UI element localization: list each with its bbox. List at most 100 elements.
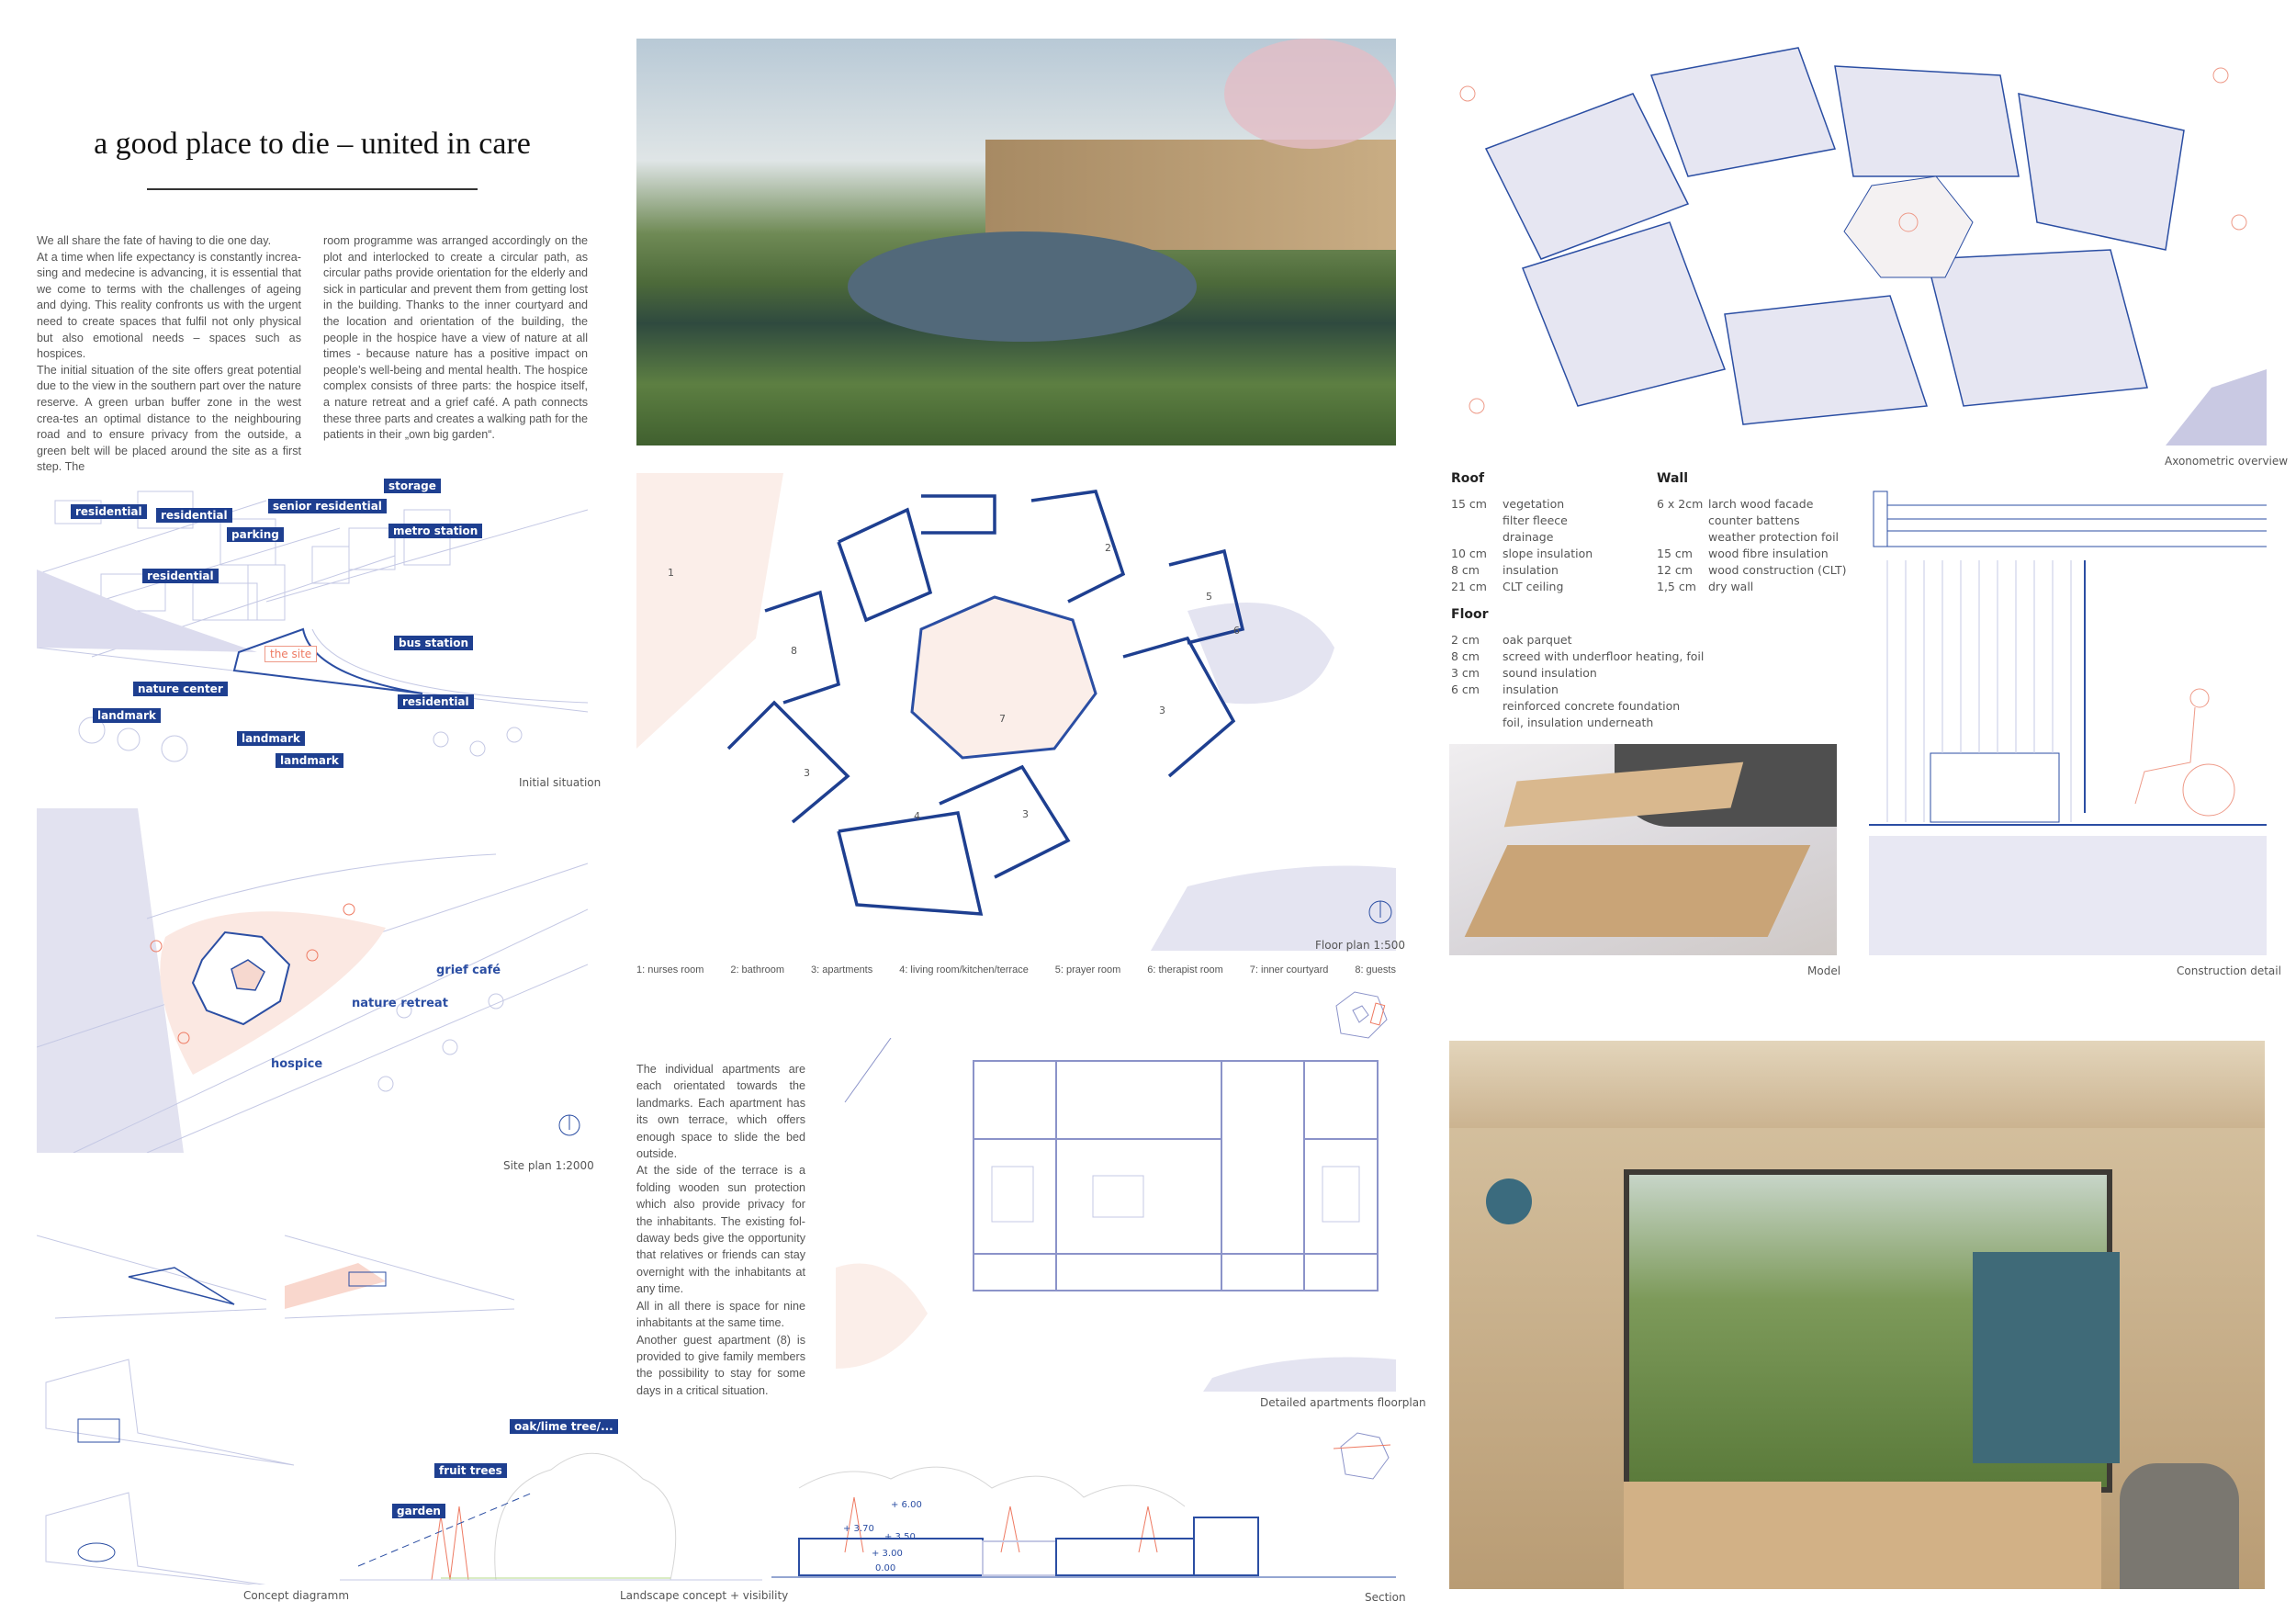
apartment-floorplan-drawing <box>836 1038 1396 1392</box>
apartments-paragraph: Another guest apartment (8) is provided … <box>636 1333 805 1397</box>
layer-name: insulation <box>1503 563 1559 577</box>
layer-name: reinforced concrete foundation <box>1503 699 1681 713</box>
landscape-label-garden: garden <box>392 1504 445 1518</box>
layer-name: drainage <box>1503 530 1554 544</box>
legend-item: 3: apartments <box>810 964 873 976</box>
section-drawing <box>771 1451 1396 1585</box>
layer-thickness: 2 cm <box>1451 633 1480 647</box>
map-label-nature-center: nature center <box>133 682 228 696</box>
room-number: 3 <box>1022 808 1029 820</box>
room-number: 6 <box>1233 625 1240 637</box>
layer-thickness: 1,5 cm <box>1657 580 1696 593</box>
apartment-plan-caption: Detailed apartments floorplan <box>1260 1396 1426 1409</box>
landscape-label-oak-lime: oak/lime tree/... <box>510 1419 618 1434</box>
model-base <box>1464 845 1811 937</box>
layer-thickness <box>1451 513 1503 529</box>
apartments-paragraph: The individual apartments are each orien… <box>636 1063 805 1161</box>
layer-name: foil, insulation underneath <box>1503 716 1654 729</box>
level-label: + 6.00 <box>891 1500 922 1510</box>
layer-name: CLT ceiling <box>1503 580 1564 593</box>
layer-name: oak parquet <box>1503 633 1572 647</box>
initial-situation-caption: Initial situation <box>519 776 602 789</box>
level-label: + 3.50 <box>884 1532 916 1542</box>
layer-thickness: 6 x 2cm <box>1657 497 1704 511</box>
map-label-residential: residential <box>398 694 474 709</box>
terrace-floor <box>1624 1482 2101 1589</box>
room-number: 2 <box>1105 542 1111 554</box>
site-plan-drawing <box>37 808 588 1153</box>
interior-render-photo <box>1449 1041 2265 1589</box>
landscape-label-fruit-trees: fruit trees <box>434 1463 507 1478</box>
room-number: 3 <box>804 767 810 779</box>
layer-thickness: 15 cm <box>1451 497 1487 511</box>
layer-thickness <box>1657 529 1708 546</box>
floor-plan-legend: 1: nurses room 2: bathroom 3: apartments… <box>636 964 1396 976</box>
apartments-paragraph: At the side of the terrace is a folding … <box>636 1164 805 1296</box>
layer-thickness: 8 cm <box>1451 563 1480 577</box>
legend-item: 4: living room/kitchen/terrace <box>899 964 1029 976</box>
level-label: + 3.70 <box>843 1524 874 1534</box>
landscape-caption: Landscape concept + visibility <box>620 1589 789 1602</box>
section-key-plan-icon <box>1333 1432 1391 1480</box>
layer-name: insulation <box>1503 682 1559 696</box>
layer-name: slope insulation <box>1503 547 1593 560</box>
layer-name: screed with underfloor heating, foil <box>1503 649 1705 663</box>
landscape-section-drawing <box>340 1415 762 1585</box>
blossom-tree <box>1224 39 1396 149</box>
layer-thickness <box>1451 715 1503 731</box>
intro-paragraph: The initial situation of the site offers… <box>37 363 301 474</box>
window-nook <box>1973 1252 2120 1463</box>
room-number: 7 <box>999 713 1006 725</box>
site-label-nature-retreat: nature retreat <box>352 997 448 1010</box>
map-label-metro-station: metro station <box>388 524 483 538</box>
layer-name: sound insulation <box>1503 666 1597 680</box>
legend-item: 5: prayer room <box>1054 964 1121 976</box>
legend-item: 6: therapist room <box>1147 964 1223 976</box>
axonometric-caption: Axonometric overview <box>2165 455 2289 468</box>
layer-name: larch wood facade <box>1708 497 1814 511</box>
construction-detail-drawing <box>1869 487 2267 955</box>
pond <box>848 231 1197 342</box>
layer-name: filter fleece <box>1503 513 1568 527</box>
intro-column-1: We all share the fate of having to die o… <box>37 233 301 476</box>
concept-caption: Concept diagramm <box>243 1589 350 1602</box>
map-label-senior-residential: senior residential <box>268 499 387 513</box>
layer-thickness: 21 cm <box>1451 580 1487 593</box>
map-label-parking: parking <box>227 527 284 542</box>
layer-thickness <box>1451 529 1503 546</box>
legend-item: 2: bathroom <box>730 964 785 976</box>
layer-name: weather protection foil <box>1708 530 1840 544</box>
layer-thickness: 8 cm <box>1451 649 1480 663</box>
room-number: 8 <box>791 645 797 657</box>
site-plan-caption: Site plan 1:2000 <box>503 1159 594 1172</box>
legend-item: 7: inner courtyard <box>1249 964 1329 976</box>
map-label-bus-station: bus station <box>394 636 474 650</box>
map-label-storage: storage <box>384 479 441 493</box>
apartments-paragraph: All in all there is space for nine inhab… <box>636 1299 805 1330</box>
room-number: 4 <box>914 810 920 822</box>
layer-thickness: 10 cm <box>1451 547 1487 560</box>
layer-name: wood fibre insulation <box>1708 547 1829 560</box>
map-label-residential: residential <box>156 508 232 523</box>
construction-detail-caption: Construction detail <box>2177 964 2281 977</box>
layer-thickness: 6 cm <box>1451 682 1480 696</box>
site-label-grief-cafe: grief café <box>436 964 501 977</box>
ceiling <box>1449 1041 2265 1128</box>
map-label-residential: residential <box>142 569 219 583</box>
layer-name: dry wall <box>1708 580 1754 593</box>
site-label-hospice: hospice <box>271 1057 323 1071</box>
legend-item: 1: nurses room <box>636 964 704 976</box>
poster-title: a good place to die – united in care <box>94 127 531 161</box>
intro-paragraph: We all share the fate of having to die o… <box>37 234 272 247</box>
model-photo <box>1449 744 1837 955</box>
map-label-landmark: landmark <box>237 731 305 746</box>
model-caption: Model <box>1807 964 1841 977</box>
room-number: 3 <box>1159 705 1165 716</box>
room-number: 1 <box>668 567 674 579</box>
roof-heading: Roof <box>1451 471 1485 486</box>
map-label-landmark: landmark <box>93 708 161 723</box>
intro-column-2: room programme was arranged accordingly … <box>323 233 588 444</box>
room-number: 5 <box>1206 591 1212 603</box>
